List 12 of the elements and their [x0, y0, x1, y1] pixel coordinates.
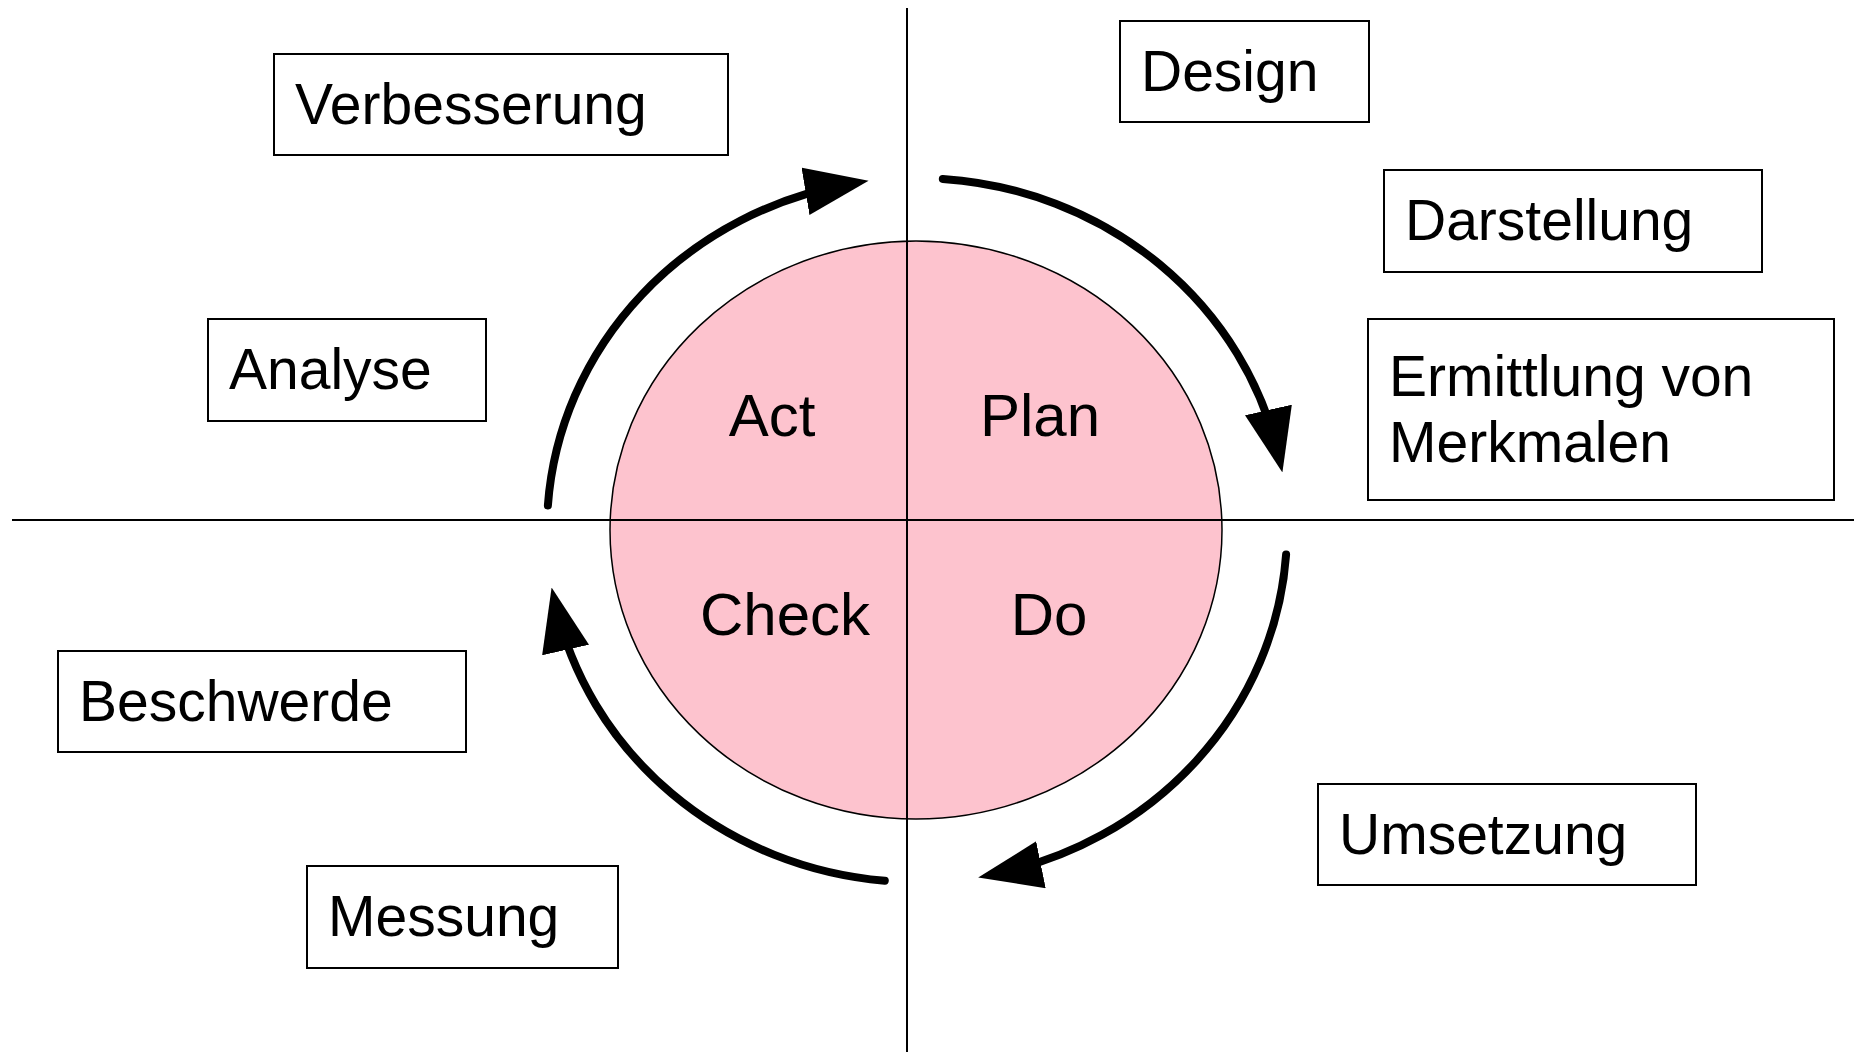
quadrant-label: Do — [1010, 585, 1088, 645]
text-box: Messung — [306, 865, 619, 969]
text-box: Analyse — [207, 318, 487, 422]
quadrant-label: Check — [699, 585, 871, 645]
text-box: Darstellung — [1383, 169, 1763, 273]
quadrant-label: Act — [728, 386, 816, 446]
text-box: Umsetzung — [1317, 783, 1697, 886]
text-box: Beschwerde — [57, 650, 467, 753]
text-box: Design — [1119, 20, 1370, 123]
text-box: Ermittlung von Merkmalen — [1367, 318, 1835, 501]
quadrant-label: Plan — [979, 386, 1101, 446]
text-box: Verbesserung — [273, 53, 729, 156]
